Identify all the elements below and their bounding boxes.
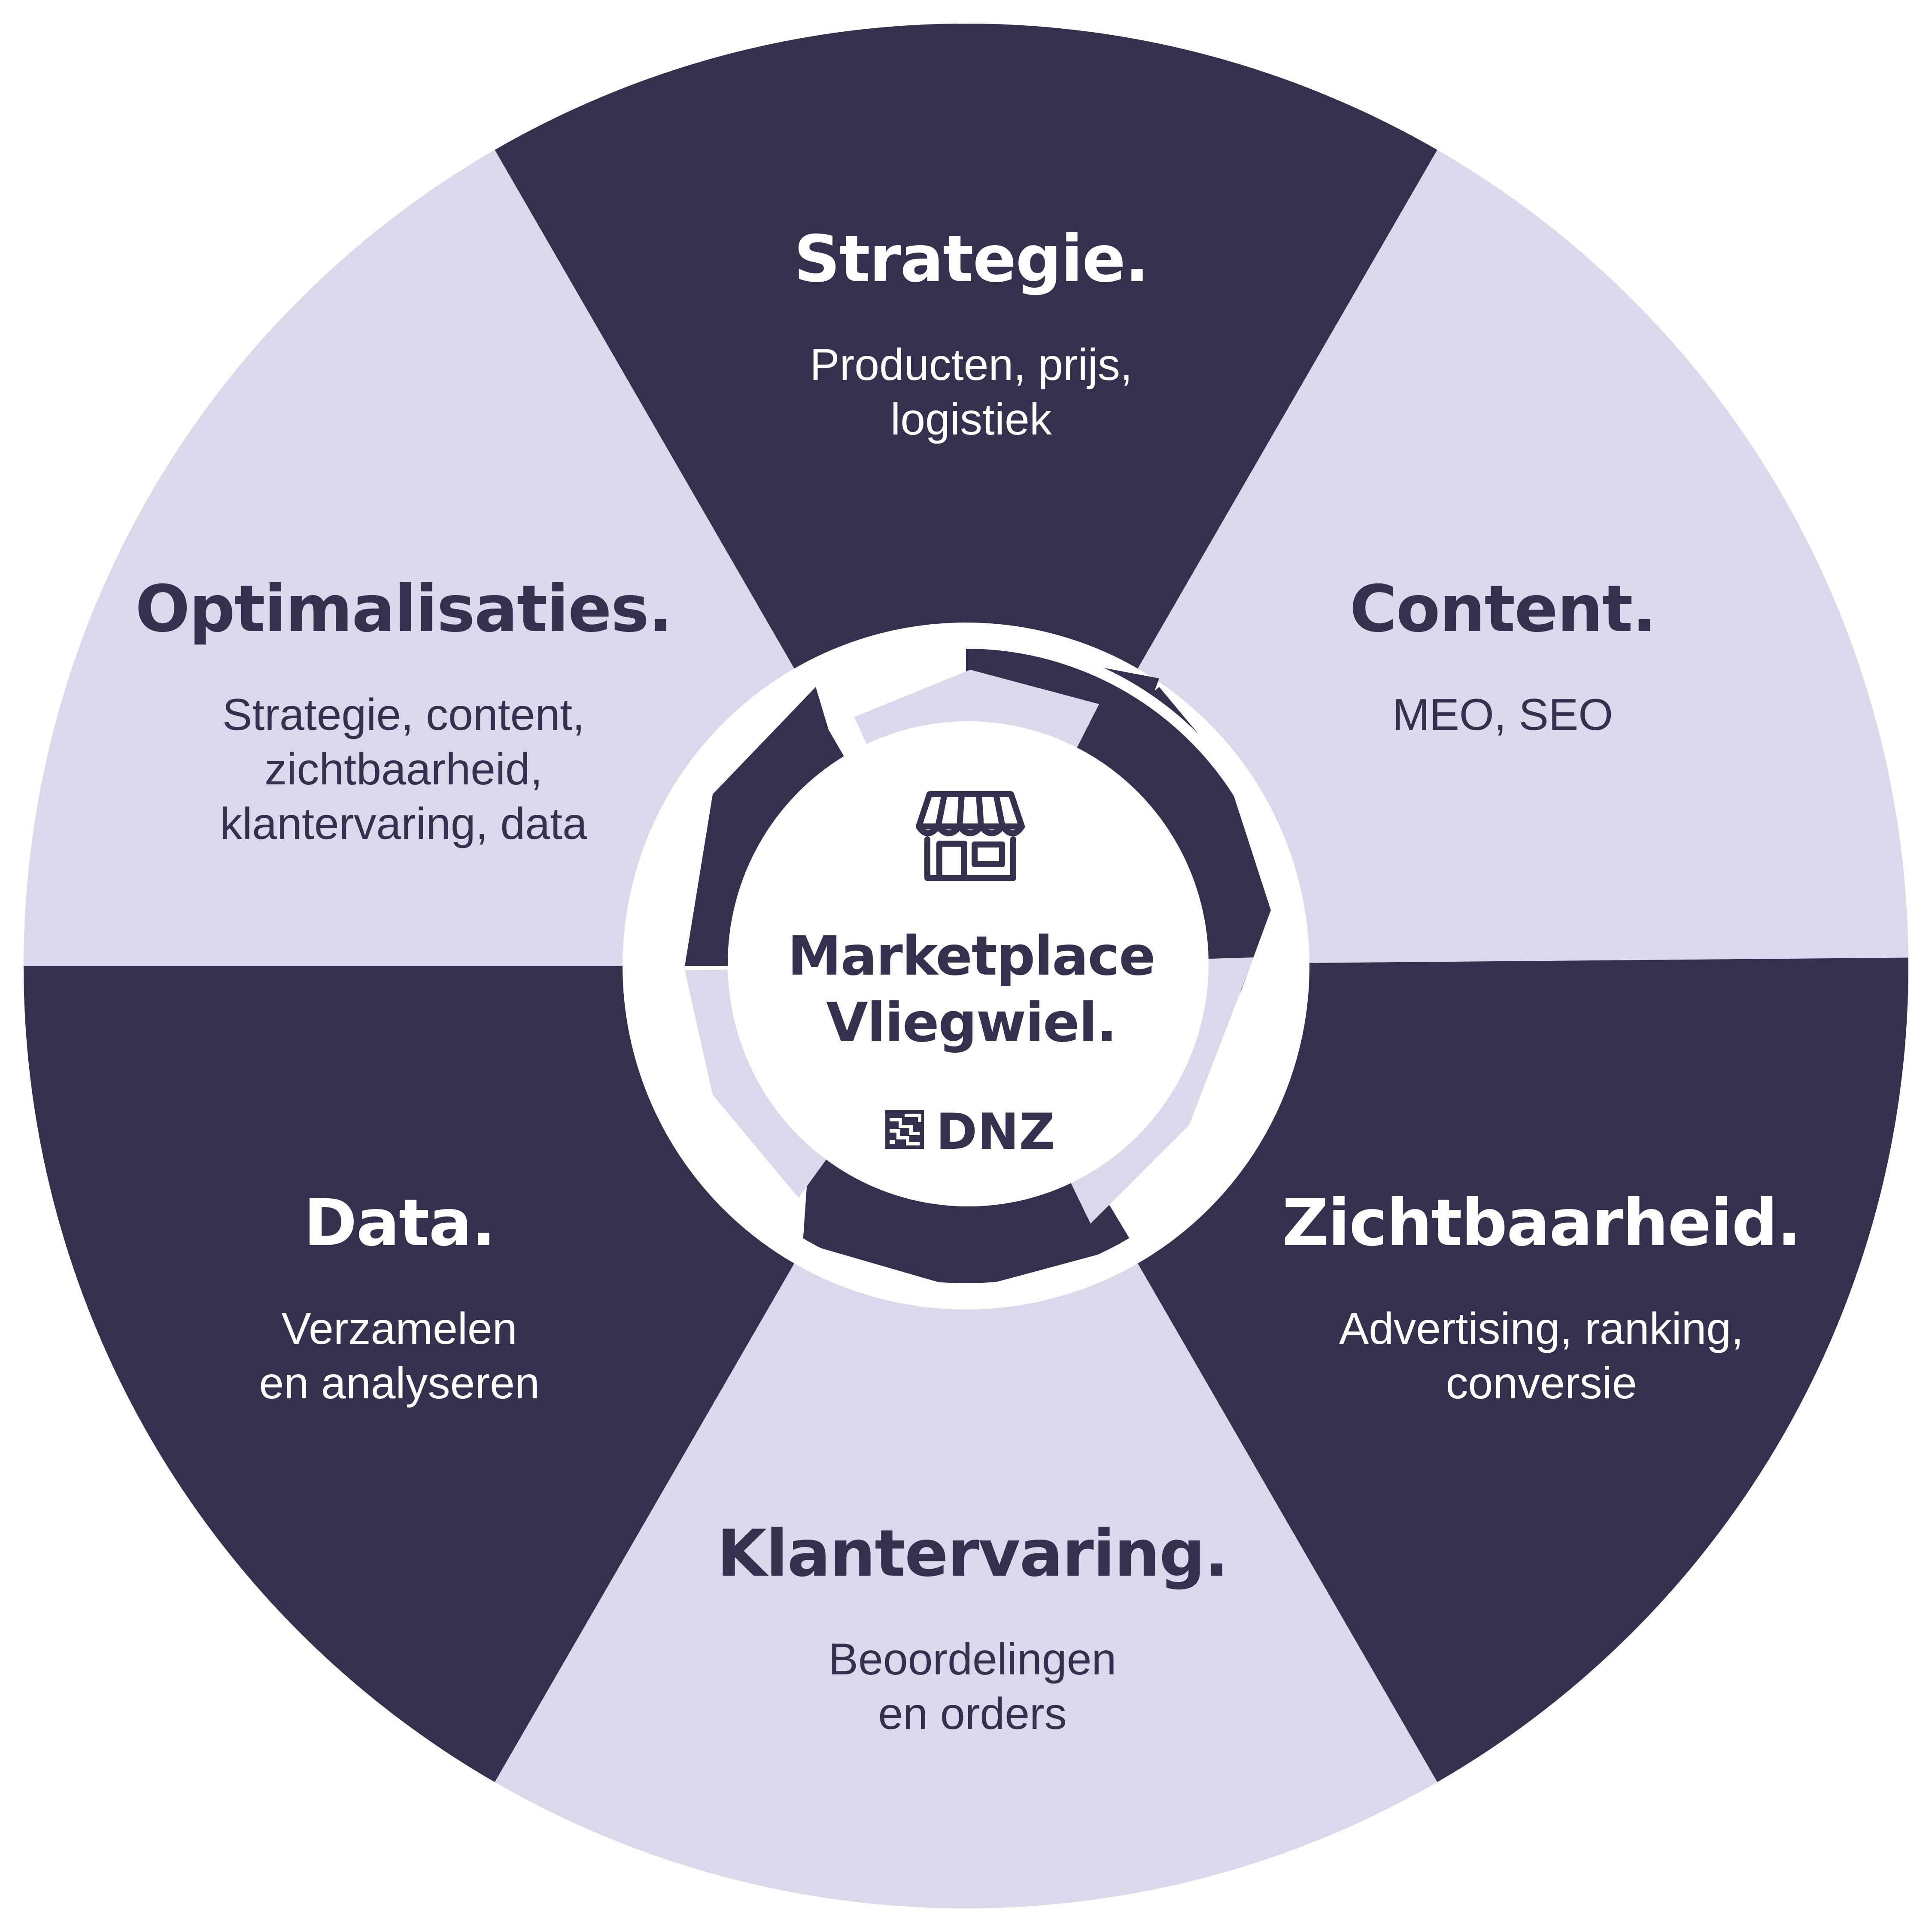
hub-inner-ring-border	[638, 638, 1294, 1294]
segment-subtitle-zichtbaarheid-line1: Advertising, ranking,	[1339, 1304, 1744, 1354]
segment-subtitle-klantervaring-line1: Beoordelingen	[829, 1634, 1117, 1684]
segment-title-zichtbaarheid: Zichtbaarheid.	[1282, 1186, 1801, 1261]
segment-subtitle-klantervaring-line2: en orders	[878, 1689, 1066, 1739]
dnz-logo: DNZ	[885, 1103, 1055, 1161]
dnz-logo-text: DNZ	[936, 1103, 1055, 1161]
segment-labels: Strategie. Producten, prijs, logistiekCont…	[135, 222, 1801, 1739]
center-title-line2: Vliegwiel.	[826, 991, 1116, 1054]
segment-subtitle-content-line1: MEO, SEO	[1392, 690, 1613, 740]
segment-title-content: Content.	[1350, 572, 1656, 647]
hub-center-disc	[728, 721, 1209, 1206]
segment-title-data: Data.	[304, 1186, 495, 1261]
segment-title-optimalisaties: Optimalisaties.	[135, 572, 672, 647]
wedge-strategie	[494, 24, 1438, 966]
segment-subtitle-strategie-line2: logistiek	[890, 395, 1052, 444]
dnz-logo-icon	[885, 1110, 924, 1149]
segment-title-klantervaring: Klantervaring.	[717, 1516, 1228, 1591]
storefront-icon	[916, 791, 1025, 881]
segment-subtitle-data-line1: Verzamelen	[281, 1304, 517, 1354]
segment-subtitle-data-line2: en analyseren	[259, 1358, 539, 1408]
segment-subtitle-optimalisaties-line1: Strategie, content,	[222, 690, 585, 740]
segment-subtitle-optimalisaties-line2: zichtbaarheid,	[264, 744, 543, 794]
segment-subtitle-strategie-line1: Producten, prijs,	[810, 340, 1132, 390]
center-title-line1: Marketplace	[787, 924, 1154, 987]
segment-subtitle-optimalisaties-line3: klantervaring, data	[220, 799, 587, 849]
segment-title-strategie: Strategie.	[794, 222, 1148, 297]
wedge-klantervaring	[494, 966, 1438, 1908]
segment-subtitle-zichtbaarheid-line2: conversie	[1446, 1358, 1637, 1408]
